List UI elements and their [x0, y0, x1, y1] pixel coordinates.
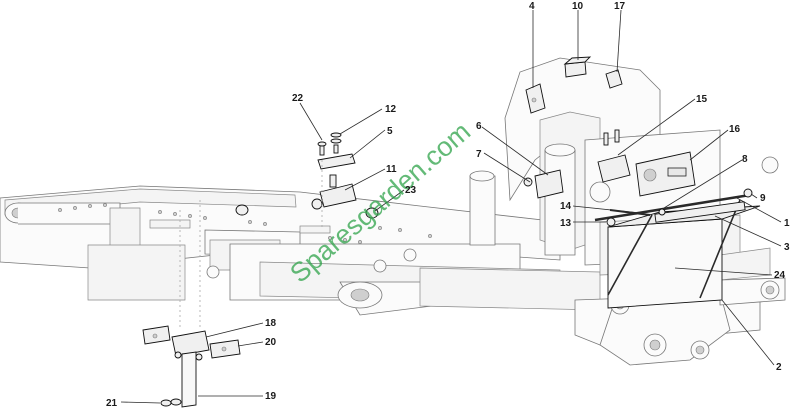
callout-6: 6 [476, 121, 482, 132]
callout-11: 11 [386, 164, 397, 175]
callout-16: 16 [729, 124, 741, 135]
part-10 [563, 56, 592, 78]
callout-1: 1 [784, 218, 790, 229]
part-11 [311, 174, 357, 210]
callout-23: 23 [405, 185, 417, 196]
part-6-7 [523, 169, 564, 199]
callout-2: 2 [776, 362, 782, 373]
part-22 [317, 141, 327, 156]
part-23 [365, 207, 379, 219]
callouts: 4 10 17 22 12 5 11 23 6 7 15 16 8 9 1 3 … [106, 1, 790, 409]
part-12 [330, 132, 342, 154]
part-4 [525, 83, 546, 114]
part-19 [174, 351, 203, 408]
chassis-frame [0, 170, 601, 316]
part-18 [142, 325, 210, 357]
callout-20: 20 [265, 337, 277, 348]
clamp-left [235, 204, 249, 216]
part-21 [160, 398, 182, 407]
callout-18: 18 [265, 318, 277, 329]
leader-lines [120, 9, 782, 404]
callout-17: 17 [614, 1, 626, 12]
callout-9: 9 [760, 193, 766, 204]
part-9 [743, 188, 753, 198]
callout-7: 7 [476, 149, 482, 160]
part-15 [597, 129, 631, 183]
callout-8: 8 [742, 154, 748, 165]
callout-21: 21 [106, 398, 118, 409]
callout-12: 12 [385, 104, 397, 115]
callout-19: 19 [265, 391, 277, 402]
callout-4: 4 [529, 1, 535, 12]
callout-22: 22 [292, 93, 304, 104]
part-16 [635, 151, 696, 197]
callout-24: 24 [774, 270, 786, 281]
part-20 [209, 339, 241, 359]
rods [594, 193, 751, 299]
callout-13: 13 [560, 218, 572, 229]
callout-15: 15 [696, 94, 708, 105]
callout-10: 10 [572, 1, 584, 12]
part-5 [317, 153, 356, 170]
callout-14: 14 [560, 201, 572, 212]
part-17 [605, 69, 623, 89]
callout-3: 3 [784, 242, 790, 253]
callout-5: 5 [387, 126, 393, 137]
